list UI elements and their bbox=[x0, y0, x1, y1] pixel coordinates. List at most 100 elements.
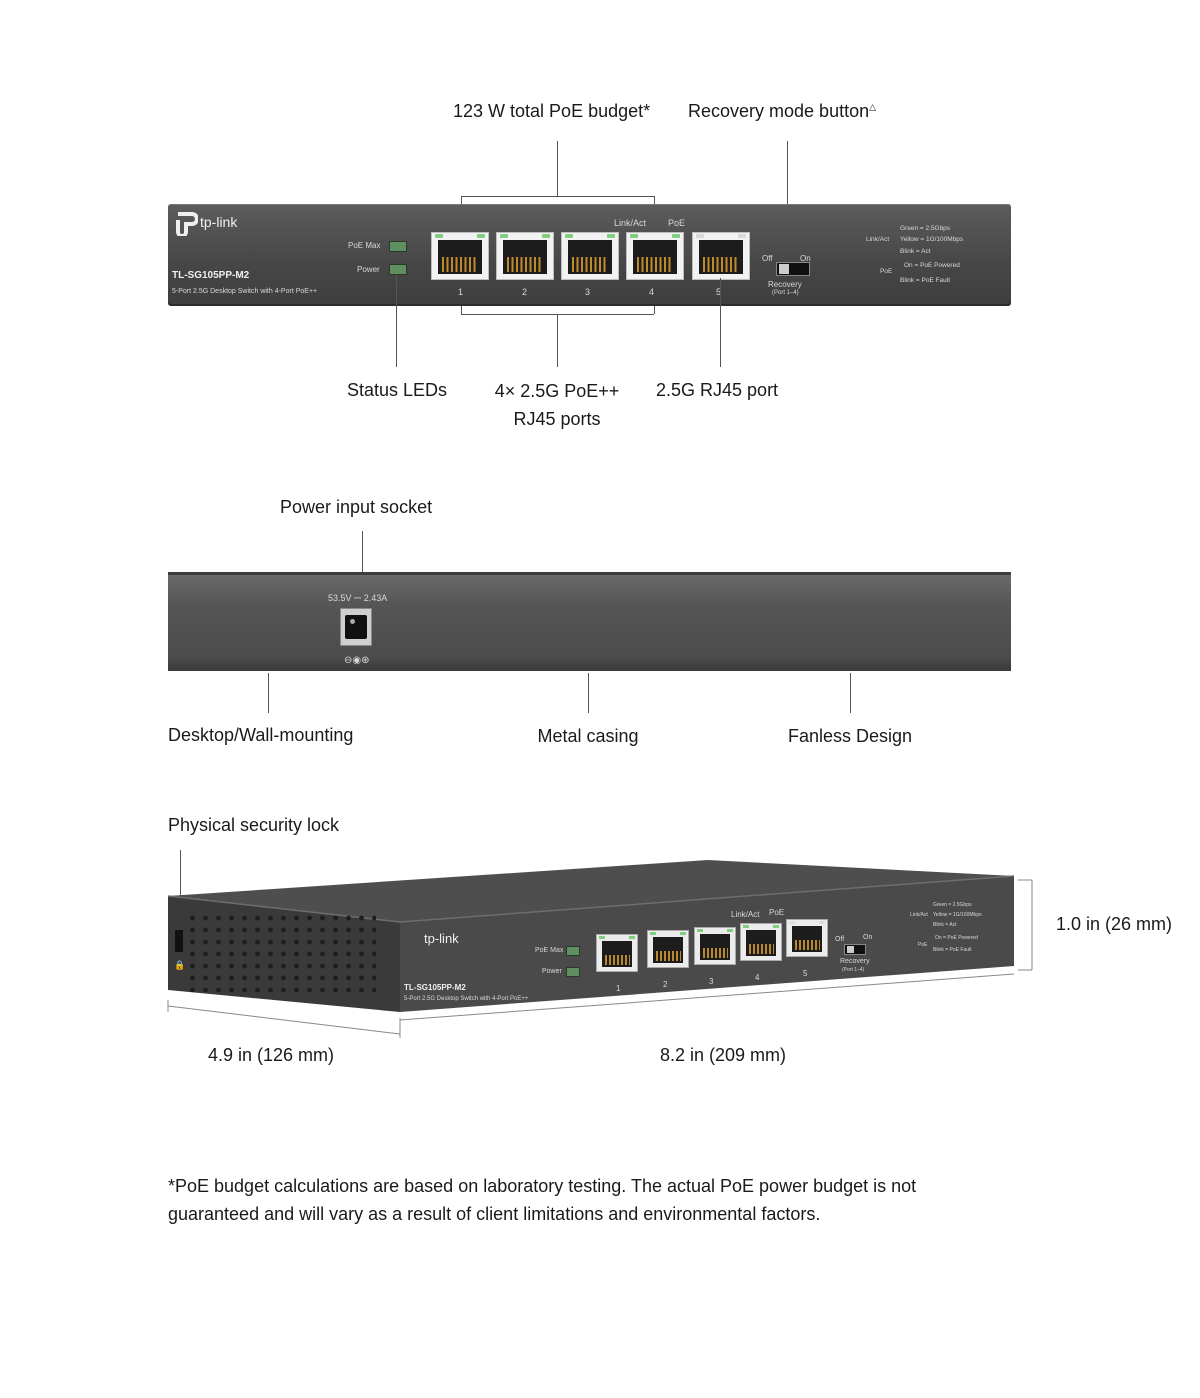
front-recovery-ports: (Port 1–4) bbox=[772, 290, 799, 296]
callout-security-lock: Physical security lock bbox=[168, 815, 340, 835]
leader-rj45-port bbox=[720, 278, 721, 367]
angled-description: 5-Port 2.5G Desktop Switch with 4-Port P… bbox=[404, 996, 529, 1002]
angled-legend-green: Green = 2.5Gbps bbox=[933, 902, 972, 908]
leader-poe-ports bbox=[557, 314, 558, 367]
front-port-number-4: 4 bbox=[649, 287, 655, 297]
angled-legend-yellow: Yellow = 1G/100Mbps bbox=[933, 912, 982, 918]
back-polarity: ⊖◉⊕ bbox=[344, 655, 370, 666]
front-port-number-3: 3 bbox=[585, 287, 591, 297]
callout-recovery-button: Recovery mode button△ bbox=[688, 101, 876, 122]
leader-casing bbox=[588, 673, 589, 713]
front-port-number-1: 1 bbox=[458, 287, 464, 297]
front-switch-on: On bbox=[800, 254, 811, 263]
callout-poe-ports: 4× 2.5G PoE++ RJ45 ports bbox=[495, 377, 620, 433]
callout-poe-budget: 123 W total PoE budget* bbox=[453, 101, 651, 121]
front-led-power-label: Power bbox=[357, 265, 380, 274]
front-legend-poe: PoE bbox=[880, 268, 893, 275]
front-legend-on: On = PoE Powered bbox=[904, 262, 960, 269]
leader-fanless bbox=[850, 673, 851, 713]
lock-icon: 🔒 bbox=[174, 960, 186, 970]
callout-poe-ports-line1: 4× 2.5G PoE++ bbox=[494, 381, 620, 401]
security-lock-slot bbox=[175, 930, 183, 952]
callout-rj45-port: 2.5G RJ45 port bbox=[656, 380, 779, 400]
front-port-4 bbox=[626, 232, 684, 280]
bracket-top bbox=[461, 196, 654, 197]
front-legend-blink2: Blink = PoE Fault bbox=[900, 277, 951, 284]
leader-mounting bbox=[268, 673, 269, 713]
callout-fanless: Fanless Design bbox=[787, 726, 913, 746]
leader-poe-budget bbox=[557, 141, 558, 196]
angled-brand: tp-link bbox=[424, 931, 459, 946]
angled-top-surface bbox=[168, 860, 1014, 922]
front-led-poe-max-label: PoE Max bbox=[348, 241, 381, 250]
angled-led-power-label: Power bbox=[542, 968, 562, 975]
front-port-number-5: 5 bbox=[716, 287, 722, 297]
front-legend-yellow: Yellow = 1G/100Mbps bbox=[900, 236, 964, 243]
callout-recovery-button-text: Recovery mode button bbox=[688, 101, 870, 121]
front-port-2 bbox=[496, 232, 554, 280]
callout-poe-ports-line2: RJ45 ports bbox=[513, 409, 601, 429]
angled-edge bbox=[167, 875, 1015, 923]
angled-led-poe-max bbox=[566, 946, 580, 956]
angled-led-poe-max-label: PoE Max bbox=[535, 947, 564, 954]
front-led-power bbox=[389, 264, 407, 275]
tplink-logo bbox=[172, 210, 199, 241]
callout-mounting: Desktop/Wall-mounting bbox=[168, 725, 354, 745]
front-legend-link-act: Link/Act bbox=[866, 236, 890, 243]
front-port-5 bbox=[692, 232, 750, 280]
callout-width: 8.2 in (209 mm) bbox=[660, 1045, 787, 1065]
angled-port-number-5: 5 bbox=[803, 969, 808, 978]
front-model: TL-SG105PP-M2 bbox=[172, 270, 250, 281]
angled-legend-blink2: Blink = PoE Fault bbox=[933, 947, 972, 953]
angled-recovery-label: Recovery bbox=[840, 958, 870, 965]
power-socket bbox=[340, 608, 372, 646]
recovery-switch-knob[interactable] bbox=[779, 264, 789, 274]
front-description: 5-Port 2.5G Desktop Switch with 4-Port P… bbox=[172, 288, 318, 295]
callout-power-socket: Power input socket bbox=[280, 497, 433, 517]
angled-recovery-switch bbox=[844, 944, 866, 955]
front-port-number-2: 2 bbox=[522, 287, 528, 297]
front-brand: tp-link bbox=[200, 214, 238, 230]
front-legend-green: Green = 2.5Gbps bbox=[900, 225, 951, 232]
leader-security-lock bbox=[180, 850, 181, 896]
angled-poe-label: PoE bbox=[769, 908, 785, 917]
leader-status-leds bbox=[396, 275, 397, 367]
angled-port-5 bbox=[786, 919, 828, 957]
callout-height: 1.0 in (26 mm) bbox=[1056, 914, 1173, 934]
angled-port-number-2: 2 bbox=[663, 980, 668, 989]
dim-depth-line bbox=[167, 1005, 401, 1035]
back-power-rating: 53.5V ⎓ 2.43A bbox=[328, 593, 388, 603]
poe-budget-footnote: *PoE budget calculations are based on la… bbox=[168, 1176, 917, 1224]
angled-port-number-4: 4 bbox=[755, 973, 760, 982]
front-led-poe-max bbox=[389, 241, 407, 252]
angled-legend-link-act: Link/Act bbox=[910, 912, 928, 918]
front-legend-blink: Blink = Act bbox=[900, 248, 931, 255]
callout-depth: 4.9 in (126 mm) bbox=[208, 1045, 335, 1065]
angled-port-3 bbox=[694, 927, 736, 965]
angled-port-number-1: 1 bbox=[616, 984, 621, 993]
angled-port-1 bbox=[596, 934, 638, 972]
front-link-act-label: Link/Act bbox=[614, 218, 647, 228]
angled-port-number-3: 3 bbox=[709, 977, 714, 986]
switch-back-panel bbox=[168, 572, 1011, 671]
dim-width-line bbox=[399, 973, 1015, 1021]
callout-status-leds: Status LEDs bbox=[347, 380, 448, 400]
angled-link-act-label: Link/Act bbox=[731, 910, 760, 919]
angled-port-2 bbox=[647, 930, 689, 968]
angled-legend-poe: PoE bbox=[918, 942, 928, 948]
front-switch-off: Off bbox=[762, 254, 773, 263]
angled-legend-on: On = PoE Powered bbox=[935, 935, 978, 941]
angled-recovery-ports: (Port 1–4) bbox=[842, 967, 865, 973]
leader-recovery bbox=[787, 141, 788, 266]
recovery-switch[interactable] bbox=[776, 262, 810, 276]
angled-switch-off: Off bbox=[835, 936, 845, 943]
front-recovery-label: Recovery bbox=[768, 280, 802, 289]
front-port-1 bbox=[431, 232, 489, 280]
front-port-3 bbox=[561, 232, 619, 280]
angled-legend-blink: Blink = Act bbox=[933, 922, 957, 928]
angled-switch-on: On bbox=[863, 934, 873, 941]
front-poe-label: PoE bbox=[668, 218, 686, 228]
angled-model: TL-SG105PP-M2 bbox=[404, 983, 466, 992]
angled-led-power bbox=[566, 967, 580, 977]
recovery-mark: △ bbox=[869, 102, 877, 112]
